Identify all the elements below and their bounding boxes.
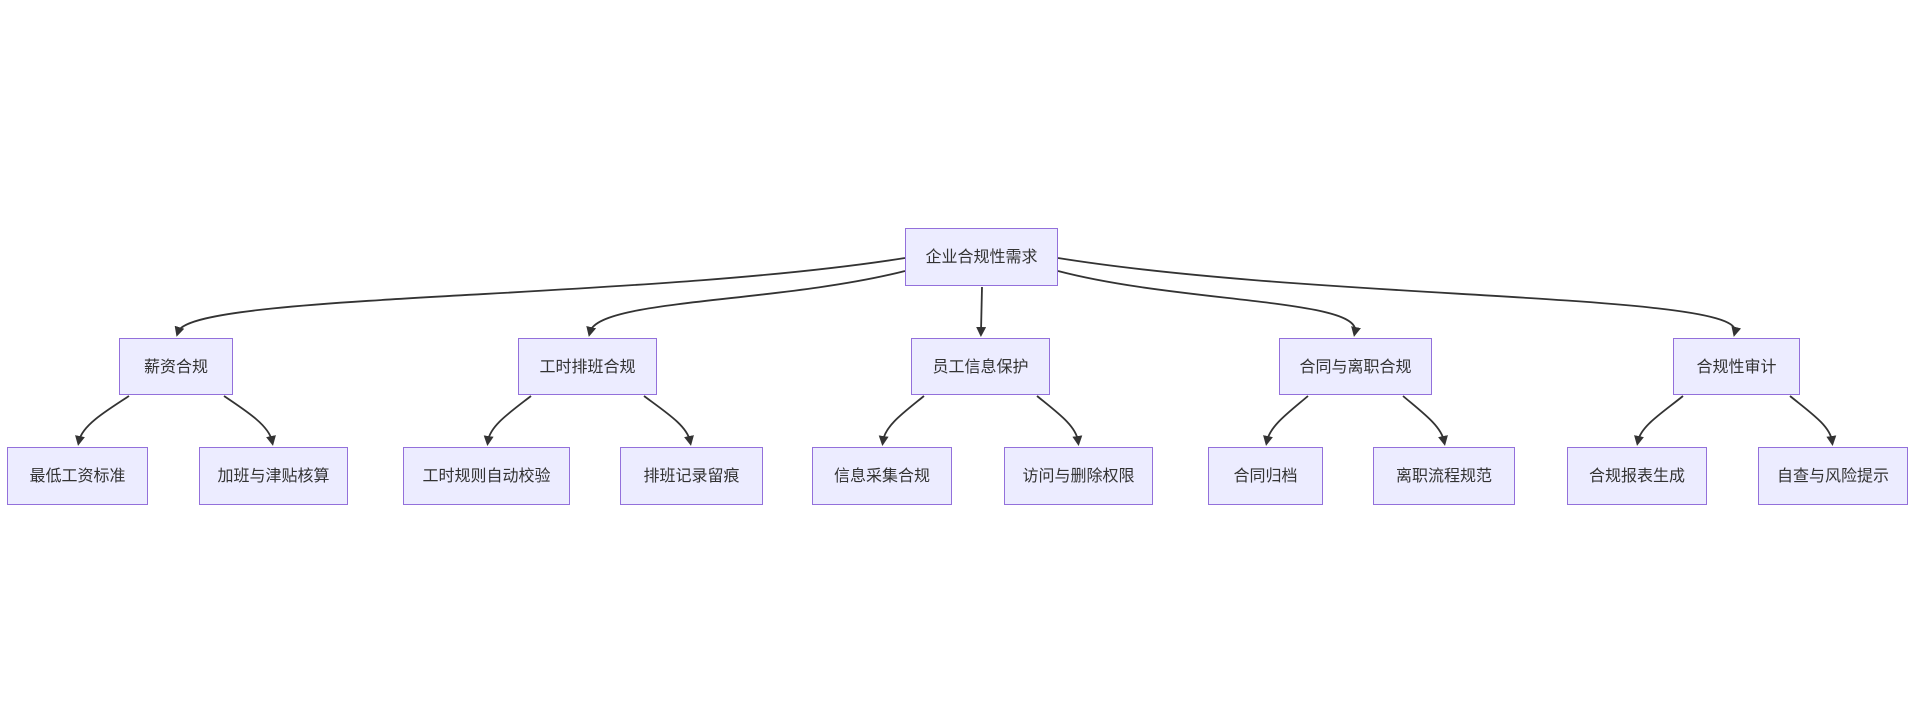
node-label: 合同归档 bbox=[1233, 466, 1298, 486]
node-info-collection-compliance: 信息采集合规 bbox=[812, 447, 952, 505]
node-label: 自查与风险提示 bbox=[1776, 466, 1889, 486]
node-label: 员工信息保护 bbox=[932, 356, 1029, 376]
node-label: 加班与津贴核算 bbox=[217, 466, 330, 486]
node-minimum-wage-standard: 最低工资标准 bbox=[7, 447, 148, 505]
node-contract-offboarding-compliance: 合同与离职合规 bbox=[1279, 338, 1432, 395]
edge-contract-archive bbox=[1263, 395, 1309, 446]
edge-scheduling-recordtrace bbox=[643, 395, 694, 446]
edge-audit-selfcheck bbox=[1789, 395, 1837, 446]
node-offboarding-process-standard: 离职流程规范 bbox=[1373, 447, 1515, 505]
node-worktime-rule-autocheck: 工时规则自动校验 bbox=[403, 447, 570, 505]
edge-root-salary bbox=[174, 257, 906, 337]
node-compliance-audit: 合规性审计 bbox=[1673, 338, 1800, 395]
node-employee-info-protection: 员工信息保护 bbox=[911, 338, 1050, 395]
edge-contract-offboarding bbox=[1402, 395, 1448, 446]
node-compliance-report-generation: 合规报表生成 bbox=[1567, 447, 1707, 505]
edge-root-scheduling bbox=[586, 270, 906, 337]
edge-info-access bbox=[1036, 395, 1083, 446]
node-label: 合规报表生成 bbox=[1588, 466, 1685, 486]
node-label: 合规性审计 bbox=[1696, 356, 1777, 376]
node-access-deletion-rights: 访问与删除权限 bbox=[1004, 447, 1153, 505]
node-contract-archiving: 合同归档 bbox=[1208, 447, 1323, 505]
node-label: 工时规则自动校验 bbox=[422, 466, 551, 486]
node-label: 企业合规性需求 bbox=[925, 247, 1038, 267]
edge-audit-report bbox=[1634, 395, 1684, 446]
node-label: 离职流程规范 bbox=[1395, 466, 1492, 486]
node-label: 排班记录留痕 bbox=[643, 466, 740, 486]
node-scheduling-compliance: 工时排班合规 bbox=[518, 338, 657, 395]
node-salary-compliance: 薪资合规 bbox=[119, 338, 233, 395]
node-label: 工时排班合规 bbox=[539, 356, 636, 376]
node-overtime-allowance-accounting: 加班与津贴核算 bbox=[199, 447, 348, 505]
edge-salary-overtime bbox=[223, 395, 276, 446]
edge-scheduling-rulecheck bbox=[483, 395, 532, 446]
node-selfcheck-risk-alert: 自查与风险提示 bbox=[1758, 447, 1908, 505]
node-label: 最低工资标准 bbox=[29, 466, 126, 486]
edge-salary-minwage bbox=[75, 395, 130, 446]
node-label: 合同与离职合规 bbox=[1299, 356, 1412, 376]
node-label: 访问与删除权限 bbox=[1022, 466, 1135, 486]
edge-info-collection bbox=[878, 395, 925, 446]
node-root-compliance-needs: 企业合规性需求 bbox=[905, 228, 1058, 286]
node-label: 薪资合规 bbox=[143, 356, 208, 376]
node-schedule-record-trace: 排班记录留痕 bbox=[620, 447, 763, 505]
node-label: 信息采集合规 bbox=[833, 466, 930, 486]
edge-root-contract bbox=[1057, 270, 1361, 337]
edge-root-audit bbox=[1057, 257, 1742, 337]
edge-root-info-protection bbox=[976, 286, 987, 337]
